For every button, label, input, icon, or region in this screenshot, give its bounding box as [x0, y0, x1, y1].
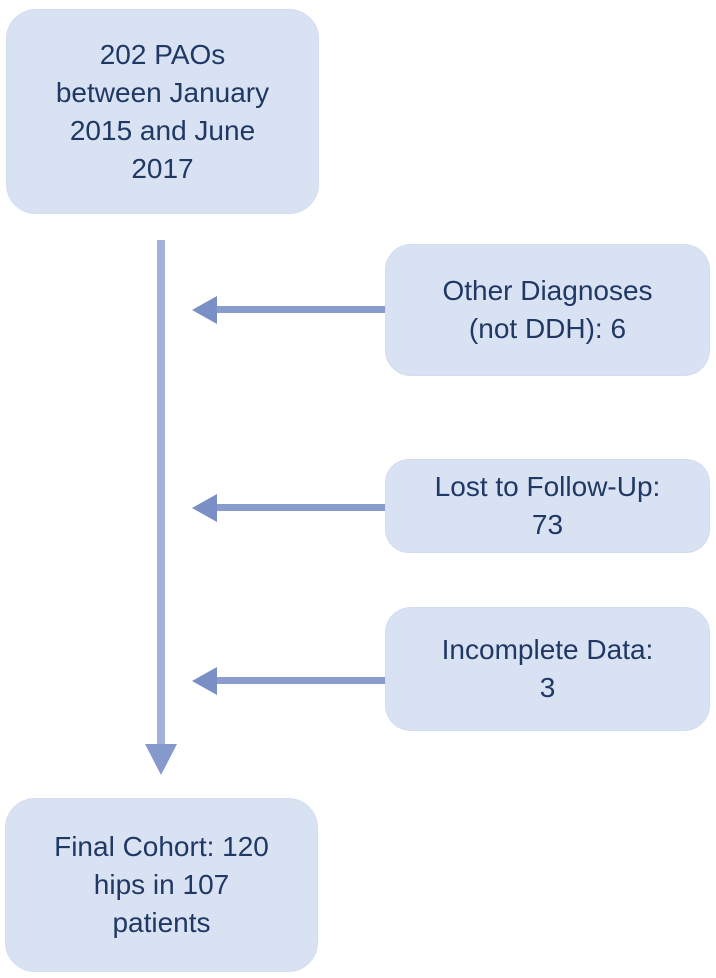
node-line: 2017 [131, 152, 194, 184]
exclusion-2-arrowhead-icon [192, 494, 217, 522]
main-flow-arrow-shaft [157, 240, 165, 744]
node-enrollment: 202 PAOs between January 2015 and June 2… [6, 9, 319, 214]
node-line: Lost to Follow-Up: [434, 471, 661, 502]
node-line: (not DDH): 6 [468, 313, 627, 344]
node-line: Incomplete Data: [441, 634, 654, 665]
node-line: between January [55, 76, 270, 108]
node-line: 3 [539, 672, 556, 703]
node-exclusion-other-diagnoses: Other Diagnoses (not DDH): 6 [385, 244, 710, 376]
exclusion-1-arrow-shaft [212, 306, 390, 313]
exclusion-1-arrowhead-icon [192, 296, 217, 324]
node-exclusion-incomplete-data: Incomplete Data: 3 [385, 607, 710, 731]
node-exclusion-lost-to-follow-up: Lost to Follow-Up: 73 [385, 459, 710, 553]
exclusion-3-arrowhead-icon [192, 667, 217, 695]
exclusion-3-arrow-shaft [212, 677, 390, 684]
exclusion-2-arrow-shaft [212, 504, 390, 511]
node-line: 2015 and June [69, 114, 256, 146]
node-line: hips in 107 [93, 869, 230, 900]
node-line: patients [112, 907, 211, 938]
main-flow-arrowhead-icon [145, 744, 177, 775]
node-final-cohort: Final Cohort: 120 hips in 107 patients [5, 798, 318, 972]
node-line: Other Diagnoses [442, 275, 653, 306]
node-line: 73 [531, 509, 564, 540]
node-line: 202 PAOs [99, 38, 226, 70]
node-line: Final Cohort: 120 [54, 831, 269, 862]
